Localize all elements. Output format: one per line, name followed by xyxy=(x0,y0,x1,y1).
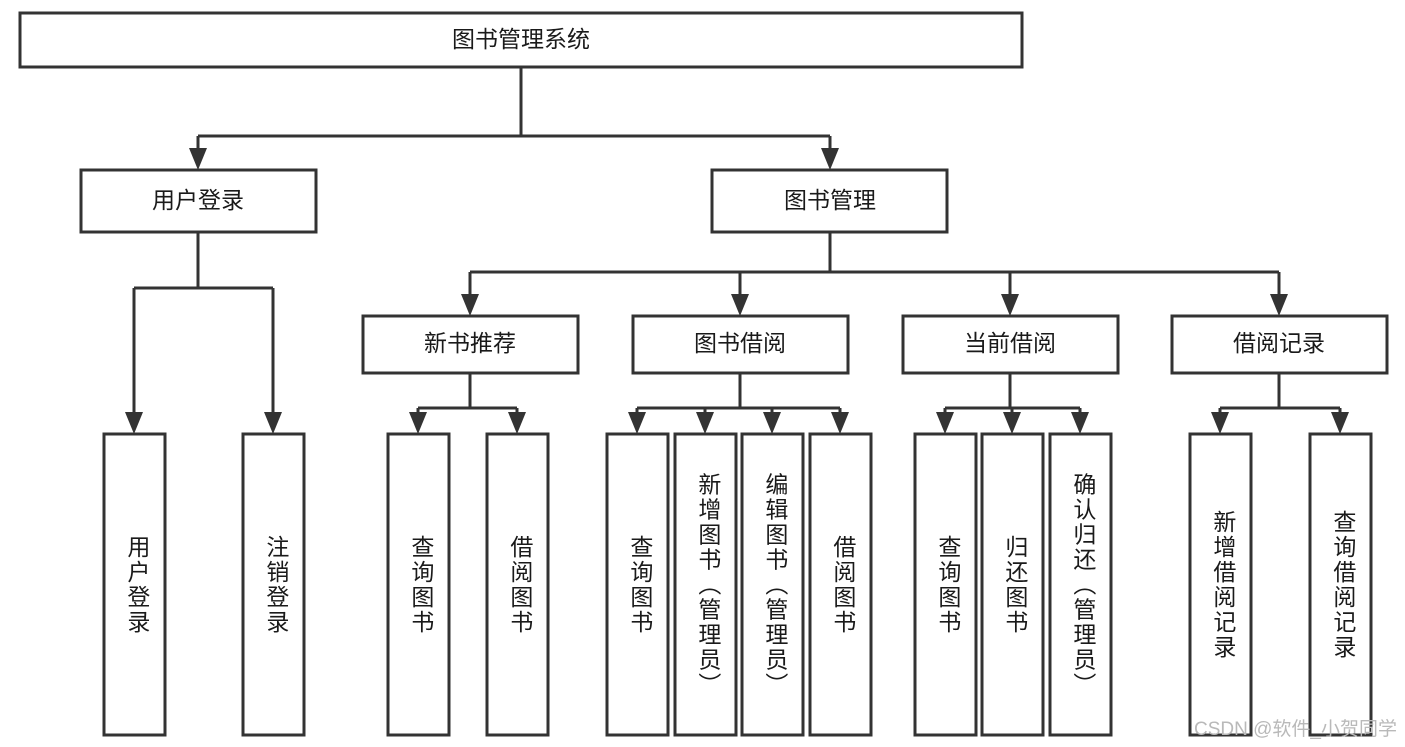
arrow-leaf-add-record xyxy=(1211,412,1229,434)
node-leaf-return-book-box[interactable] xyxy=(980,432,1045,737)
arrow-bookborrow xyxy=(731,294,749,316)
node-leaf-add-book-label: 新增图书（管理员） xyxy=(695,473,722,698)
node-book-manage-label: 图书管理 xyxy=(784,187,876,213)
node-leaf-edit-book-label: 编辑图书（管理员） xyxy=(762,473,789,698)
node-leaf-query-book-3-label: 查询图书 xyxy=(935,535,962,635)
node-new-book-rec-label: 新书推荐 xyxy=(424,330,516,356)
node-leaf-return-book[interactable]: 归还图书 xyxy=(980,432,1045,737)
node-leaf-user-login-box[interactable] xyxy=(102,432,167,737)
node-leaf-logout-label: 注销登录 xyxy=(263,535,290,635)
node-root[interactable]: 图书管理系统 xyxy=(18,11,1024,69)
arrow-borrowrecord xyxy=(1270,294,1288,316)
node-leaf-add-book[interactable]: 新增图书（管理员） xyxy=(673,432,738,737)
node-borrow-record-label: 借阅记录 xyxy=(1233,330,1325,356)
node-leaf-logout[interactable]: 注销登录 xyxy=(241,432,306,737)
node-leaf-borrow-book-2-label: 借阅图书 xyxy=(830,535,857,635)
node-leaf-query-book-1-box[interactable] xyxy=(386,432,451,737)
node-leaf-borrow-book-2[interactable]: 借阅图书 xyxy=(808,432,873,737)
node-leaf-return-book-label: 归还图书 xyxy=(1002,535,1029,635)
node-borrow-record[interactable]: 借阅记录 xyxy=(1170,314,1389,375)
arrow-leaf-borrow-book-2 xyxy=(831,412,849,434)
connectors xyxy=(125,67,1349,434)
node-book-borrow[interactable]: 图书借阅 xyxy=(631,314,850,375)
node-leaf-user-login-label: 用户登录 xyxy=(124,535,151,635)
node-user-login[interactable]: 用户登录 xyxy=(79,168,318,234)
node-root-box[interactable] xyxy=(18,11,1024,69)
node-book-borrow-box[interactable] xyxy=(631,314,850,375)
node-user-login-label: 用户登录 xyxy=(152,187,244,213)
node-leaf-query-book-2-box[interactable] xyxy=(605,432,670,737)
node-leaf-confirm-return-box[interactable] xyxy=(1048,432,1113,737)
node-leaf-add-record[interactable]: 新增借阅记录 xyxy=(1188,432,1253,737)
node-root-label: 图书管理系统 xyxy=(452,26,590,52)
node-leaf-confirm-return-label: 确认归还（管理员） xyxy=(1070,473,1097,698)
node-leaf-query-record-label: 查询借阅记录 xyxy=(1330,510,1357,660)
arrow-leaf-borrow-book-1 xyxy=(508,412,526,434)
node-leaf-query-record[interactable]: 查询借阅记录 xyxy=(1308,432,1373,737)
node-book-borrow-label: 图书借阅 xyxy=(694,330,786,356)
arrow-book-manage xyxy=(821,148,839,170)
arrow-user-login xyxy=(189,148,207,170)
node-leaf-query-book-3-box[interactable] xyxy=(913,432,978,737)
node-leaf-query-record-box[interactable] xyxy=(1308,432,1373,737)
node-leaf-borrow-book-2-box[interactable] xyxy=(808,432,873,737)
node-leaf-add-record-label: 新增借阅记录 xyxy=(1210,510,1237,660)
node-leaf-query-book-1-label: 查询图书 xyxy=(408,535,435,635)
node-leaf-user-login[interactable]: 用户登录 xyxy=(102,432,167,737)
node-leaf-edit-book[interactable]: 编辑图书（管理员） xyxy=(740,432,805,737)
arrow-leaf-edit-book xyxy=(763,412,781,434)
node-leaf-borrow-book-1[interactable]: 借阅图书 xyxy=(485,432,550,737)
node-new-book-rec[interactable]: 新书推荐 xyxy=(361,314,580,375)
arrow-currentborrow xyxy=(1001,294,1019,316)
node-leaf-logout-box[interactable] xyxy=(241,432,306,737)
node-leaf-query-book-1[interactable]: 查询图书 xyxy=(386,432,451,737)
node-leaf-borrow-book-1-label: 借阅图书 xyxy=(507,535,534,635)
node-leaf-edit-book-box[interactable] xyxy=(740,432,805,737)
node-current-borrow[interactable]: 当前借阅 xyxy=(901,314,1120,375)
node-leaf-query-book-3[interactable]: 查询图书 xyxy=(913,432,978,737)
node-current-borrow-label: 当前借阅 xyxy=(964,330,1056,356)
arrow-leaf-add-book xyxy=(696,412,714,434)
node-leaf-borrow-book-1-box[interactable] xyxy=(485,432,550,737)
arrow-leaf-return-book xyxy=(1003,412,1021,434)
node-leaf-confirm-return[interactable]: 确认归还（管理员） xyxy=(1048,432,1113,737)
node-new-book-rec-box[interactable] xyxy=(361,314,580,375)
node-leaf-query-book-2[interactable]: 查询图书 xyxy=(605,432,670,737)
arrow-leaf-user-login xyxy=(125,412,143,434)
arrow-leaf-query-book-2 xyxy=(628,412,646,434)
arrow-leaf-confirm-return xyxy=(1071,412,1089,434)
arrow-leaf-query-book-3 xyxy=(936,412,954,434)
node-user-login-box[interactable] xyxy=(79,168,318,234)
node-leaf-query-book-2-label: 查询图书 xyxy=(627,535,654,635)
node-book-manage-box[interactable] xyxy=(710,168,949,234)
arrow-leaf-logout xyxy=(264,412,282,434)
node-book-manage[interactable]: 图书管理 xyxy=(710,168,949,234)
node-leaf-add-record-box[interactable] xyxy=(1188,432,1253,737)
node-current-borrow-box[interactable] xyxy=(901,314,1120,375)
arrow-leaf-query-record xyxy=(1331,412,1349,434)
node-borrow-record-box[interactable] xyxy=(1170,314,1389,375)
arrow-leaf-query-book-1 xyxy=(409,412,427,434)
arrow-newbook xyxy=(461,294,479,316)
node-leaf-add-book-box[interactable] xyxy=(673,432,738,737)
